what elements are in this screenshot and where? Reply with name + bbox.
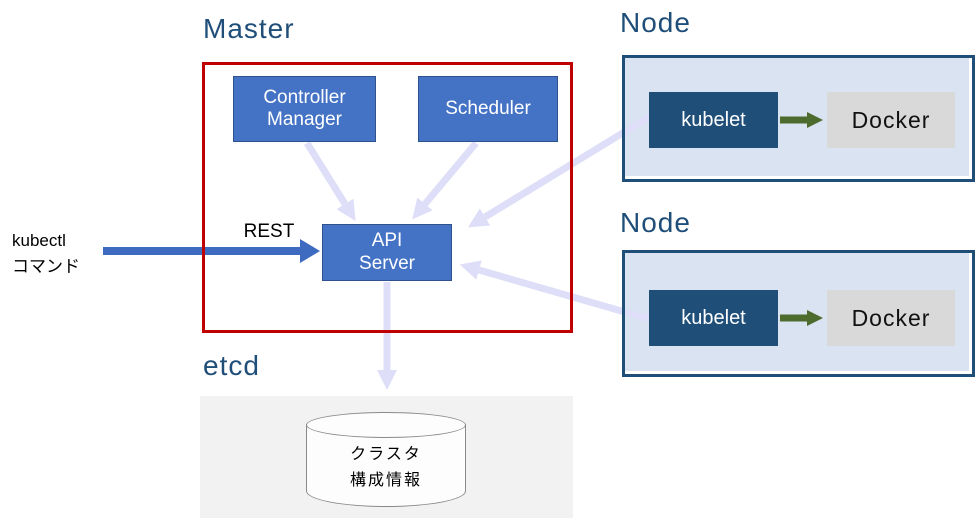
scheduler-box: Scheduler — [418, 76, 558, 142]
cluster-config-label: クラスタ 構成情報 — [349, 446, 422, 489]
api-server-box: API Server — [322, 224, 452, 281]
scheduler-to-api-arrow — [412, 140, 479, 220]
node2-kubelet-to-api-arrow — [459, 260, 650, 323]
controller-manager-to-api-arrow — [304, 141, 356, 221]
node1-docker-box: Docker — [827, 92, 955, 148]
node1-kubelet-to-api-arrow — [467, 114, 651, 228]
node1-box-border — [622, 55, 975, 182]
node2-box-border — [622, 250, 975, 377]
node1-kubelet-box: kubelet — [649, 92, 778, 148]
node2-title: Node — [620, 207, 691, 238]
master-title: Master — [203, 13, 295, 44]
etcd-cylinder-body — [306, 424, 466, 507]
node2-kubelet-box: kubelet — [649, 290, 778, 346]
kubectl-command-label: kubectl コマンド — [12, 231, 80, 277]
etcd-cylinder-top — [306, 412, 466, 438]
node2-docker-box: Docker — [827, 290, 955, 346]
master-box-border — [202, 62, 573, 333]
node1-title: Node — [620, 7, 691, 38]
etcd-title: etcd — [203, 350, 260, 381]
rest-label: REST — [243, 221, 295, 242]
controller-manager-box: Controller Manager — [233, 76, 376, 142]
